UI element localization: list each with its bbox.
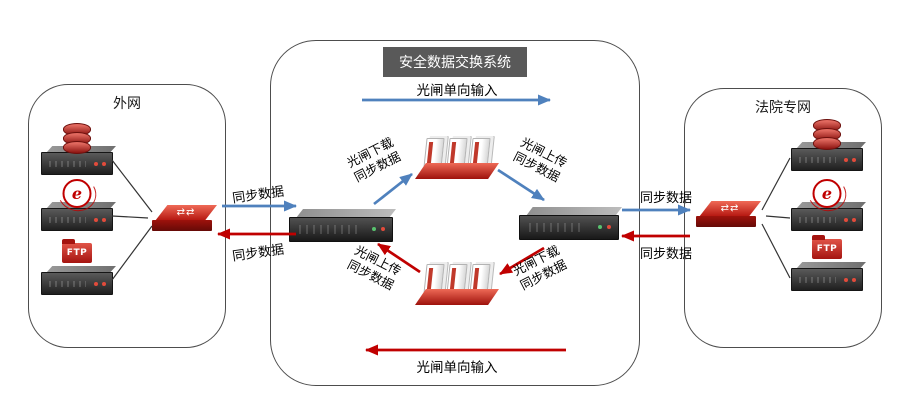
database-server-left — [41, 123, 116, 175]
rack-front-face — [791, 148, 863, 171]
web-server-right: e — [791, 179, 866, 231]
exchange-system-zone: 安全数据交换系统 — [270, 40, 640, 386]
switch-top-face: ⇄⇄ — [155, 205, 217, 221]
server-front-face — [289, 217, 393, 242]
gate-base-tray — [415, 289, 499, 305]
gate-base-tray — [415, 163, 499, 179]
bottom-oneway-input-label: 光闸单向输入 — [416, 360, 498, 376]
rack-top-face — [796, 262, 866, 269]
rack-top-face — [46, 266, 116, 273]
top-oneway-input-label: 光闸单向输入 — [416, 83, 498, 99]
ftp-folder-icon: FTP — [62, 239, 92, 263]
switch-device-right: ⇄⇄ — [695, 195, 765, 235]
server-rack — [791, 262, 866, 291]
server-front-face — [519, 215, 619, 240]
switch-top-face: ⇄⇄ — [699, 201, 761, 217]
switch-front-face — [696, 216, 756, 227]
optical-gate-bottom-device — [413, 261, 501, 305]
court-network-label: 法院专网 — [755, 100, 811, 116]
server-rack — [791, 142, 866, 171]
external-network-label: 外网 — [113, 96, 141, 112]
browser-e-icon: e — [812, 179, 842, 208]
exchange-server-right — [519, 207, 622, 240]
switch-arrows-icon: ⇄⇄ — [176, 207, 196, 218]
rack-front-face — [41, 272, 113, 295]
switch-device-left: ⇄⇄ — [151, 199, 221, 239]
database-icon — [813, 119, 841, 150]
court-network-zone: 法院专网 ⇄⇄ e FTP — [684, 88, 882, 348]
sync-data-label-right-top: 同步数据 — [639, 191, 692, 206]
switch-arrows-icon: ⇄⇄ — [720, 203, 740, 214]
browser-e-icon: e — [62, 179, 92, 208]
server-rack — [41, 146, 116, 175]
database-server-right — [791, 119, 866, 171]
web-server-left: e — [41, 179, 116, 231]
ftp-server-left: FTP — [41, 239, 116, 295]
switch-front-face — [152, 220, 212, 231]
server-top-face — [296, 209, 396, 218]
sync-data-label-right-bottom: 同步数据 — [639, 247, 692, 262]
ftp-server-right: FTP — [791, 235, 866, 291]
rack-front-face — [41, 152, 113, 175]
optical-gate-top-device — [413, 135, 501, 179]
database-icon — [63, 123, 91, 154]
exchange-server-left — [289, 209, 396, 242]
external-network-zone: 外网 e FTP — [28, 84, 226, 348]
rack-front-face — [791, 268, 863, 291]
db-cylinder-icon — [813, 137, 841, 150]
server-rack — [41, 266, 116, 295]
system-title: 安全数据交换系统 — [383, 47, 527, 77]
db-cylinder-icon — [63, 141, 91, 154]
server-top-face — [526, 207, 622, 216]
ftp-folder-icon: FTP — [812, 235, 842, 259]
